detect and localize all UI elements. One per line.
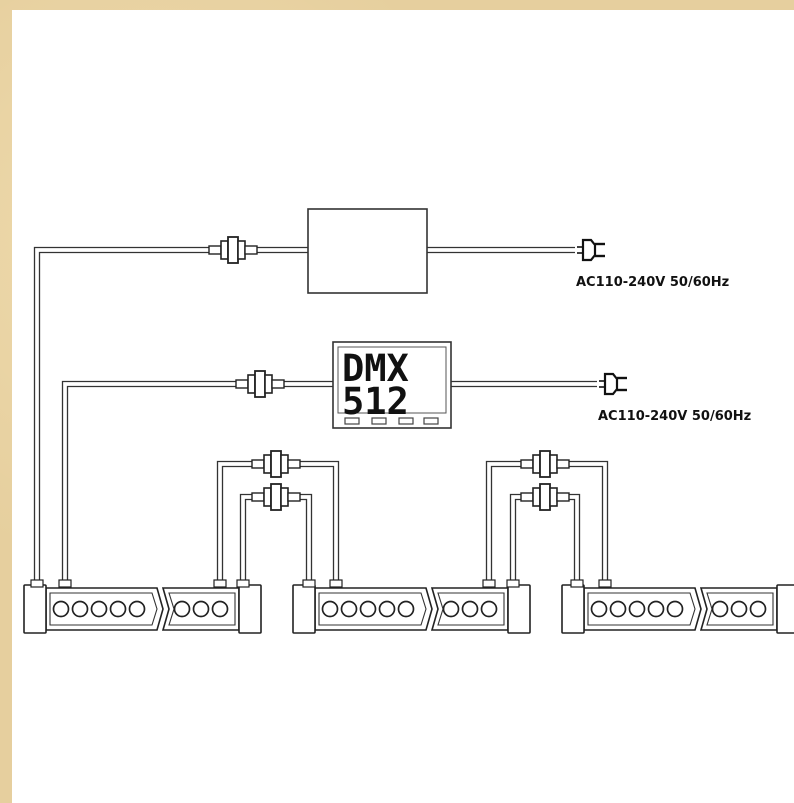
led-icon bbox=[749, 600, 767, 618]
led-icon bbox=[71, 600, 89, 618]
wire-terminals bbox=[30, 579, 612, 588]
controller-button bbox=[344, 417, 360, 425]
controller-button bbox=[371, 417, 387, 425]
power-label-1: AC110-240V 50/60Hz bbox=[576, 275, 729, 290]
led-icon bbox=[730, 600, 748, 618]
fixture-end-cap bbox=[238, 584, 262, 634]
fixture-end-cap bbox=[23, 584, 47, 634]
led-icon bbox=[173, 600, 191, 618]
led-icon bbox=[90, 600, 108, 618]
led-icon bbox=[397, 600, 415, 618]
led-icon bbox=[321, 600, 339, 618]
fixture-end-cap bbox=[561, 584, 585, 634]
power-supply-input-wire bbox=[427, 246, 575, 254]
power-label-2: AC110-240V 50/60Hz bbox=[598, 409, 751, 424]
led-icon bbox=[711, 600, 729, 618]
led-icon bbox=[647, 600, 665, 618]
led-icon bbox=[590, 600, 608, 618]
led-icon bbox=[109, 600, 127, 618]
power-supply-box bbox=[307, 208, 428, 294]
connector-icon bbox=[251, 483, 301, 511]
led-icon bbox=[211, 600, 229, 618]
led-icon bbox=[340, 600, 358, 618]
fixture-end-cap bbox=[292, 584, 316, 634]
led-icon bbox=[52, 600, 70, 618]
led-icon bbox=[461, 600, 479, 618]
connector-icon bbox=[520, 483, 570, 511]
led-icon bbox=[128, 600, 146, 618]
led-icon bbox=[480, 600, 498, 618]
controller-button bbox=[423, 417, 439, 425]
connector-icon bbox=[251, 450, 301, 478]
led-icon bbox=[192, 600, 210, 618]
mains-plug-icon bbox=[597, 372, 629, 396]
controller-input-wire bbox=[451, 380, 597, 388]
fixture-end-cap bbox=[507, 584, 531, 634]
led-icon bbox=[359, 600, 377, 618]
connector-icon bbox=[235, 370, 285, 398]
dmx-controller bbox=[332, 341, 452, 429]
fixture-end-cap bbox=[776, 584, 794, 634]
link-cable-outer bbox=[216, 460, 340, 586]
controller-button bbox=[398, 417, 414, 425]
mains-plug-icon bbox=[575, 238, 607, 262]
controller-label-line2: 512 bbox=[342, 380, 409, 423]
controller-label-line1: DMX bbox=[342, 347, 409, 390]
led-icon bbox=[442, 600, 460, 618]
led-icon bbox=[628, 600, 646, 618]
connector-icon bbox=[520, 450, 570, 478]
controller-output-wire bbox=[61, 380, 333, 586]
led-array bbox=[52, 600, 767, 618]
led-icon bbox=[609, 600, 627, 618]
led-icon bbox=[666, 600, 684, 618]
power-supply-output-wire bbox=[33, 246, 308, 586]
link-cable-outer bbox=[485, 460, 609, 586]
led-icon bbox=[378, 600, 396, 618]
connector-icon bbox=[208, 236, 258, 264]
